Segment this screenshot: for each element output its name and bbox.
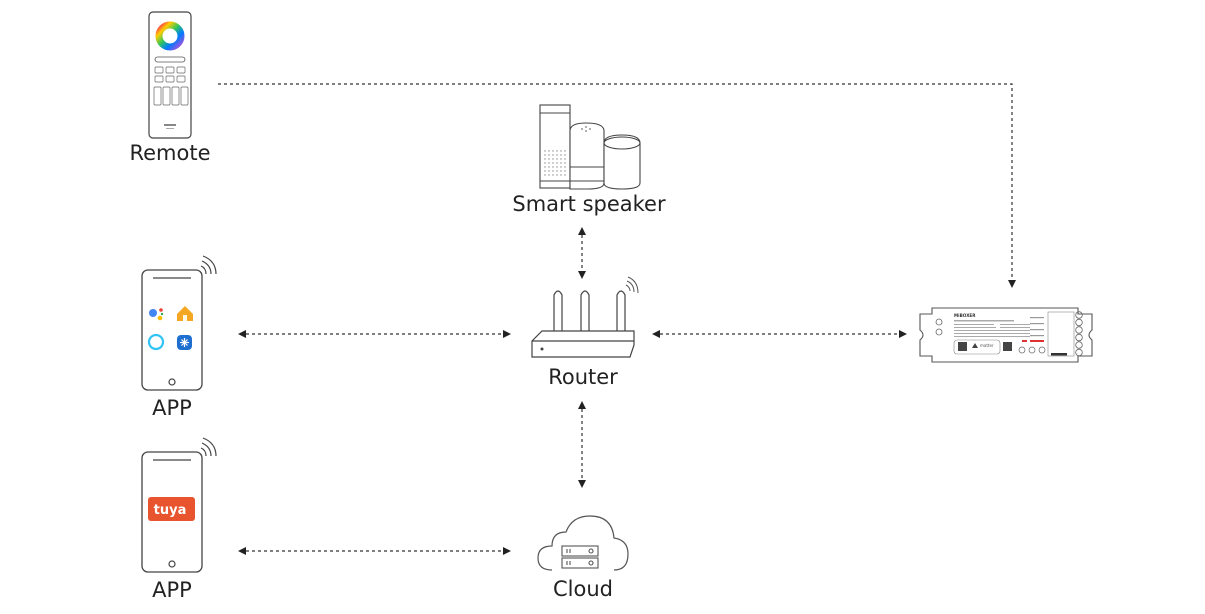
smartthings-icon (177, 335, 192, 350)
app-voice-label: APP (152, 396, 192, 420)
smart-speaker-node (538, 103, 644, 195)
cloud-label: Cloud (553, 577, 613, 601)
led-controller-node: MiBOXER matter (918, 306, 1094, 368)
wifi-waves-icon (625, 276, 639, 294)
router-label: Router (548, 365, 618, 389)
qr-code-icon (1003, 342, 1012, 351)
controller-brand-text: MiBOXER (954, 313, 976, 318)
remote-node (148, 11, 192, 143)
smartphone-icon (141, 255, 217, 391)
link-button-icon (1018, 346, 1026, 354)
matter-text: matter (980, 343, 994, 348)
frequency-button-icon (1028, 346, 1036, 354)
remote-label: Remote (129, 141, 211, 165)
alexa-icon (147, 333, 165, 351)
app-voice-node (139, 252, 221, 398)
cloud-node (536, 512, 630, 578)
speaker-grille (544, 150, 566, 176)
apple-home-icon (177, 306, 193, 321)
router-node (528, 275, 640, 365)
cloud-server-icon (537, 515, 629, 571)
router-icon (531, 276, 639, 358)
led-controller-icon: MiBOXER matter (919, 307, 1093, 363)
tuya-logo-icon (148, 497, 195, 521)
tuya-brand-text: tuya (154, 503, 187, 518)
app-tuya-node: tuya (139, 434, 221, 580)
smart-speaker-label: Smart speaker (512, 192, 666, 216)
wifi-waves-icon (200, 437, 217, 457)
matter-logo-icon (972, 343, 978, 348)
connector-remote-to-controller (218, 83, 1016, 288)
google-assistant-icon (149, 308, 164, 321)
remote-icon (148, 11, 192, 139)
wifi-waves-icon (200, 255, 217, 275)
mode-button-icon (1038, 346, 1046, 354)
app-tuya-label: APP (152, 578, 192, 602)
smart-speaker-icon (539, 104, 641, 190)
qr-code-icon (958, 342, 967, 351)
smartphone-icon: tuya (141, 437, 217, 573)
